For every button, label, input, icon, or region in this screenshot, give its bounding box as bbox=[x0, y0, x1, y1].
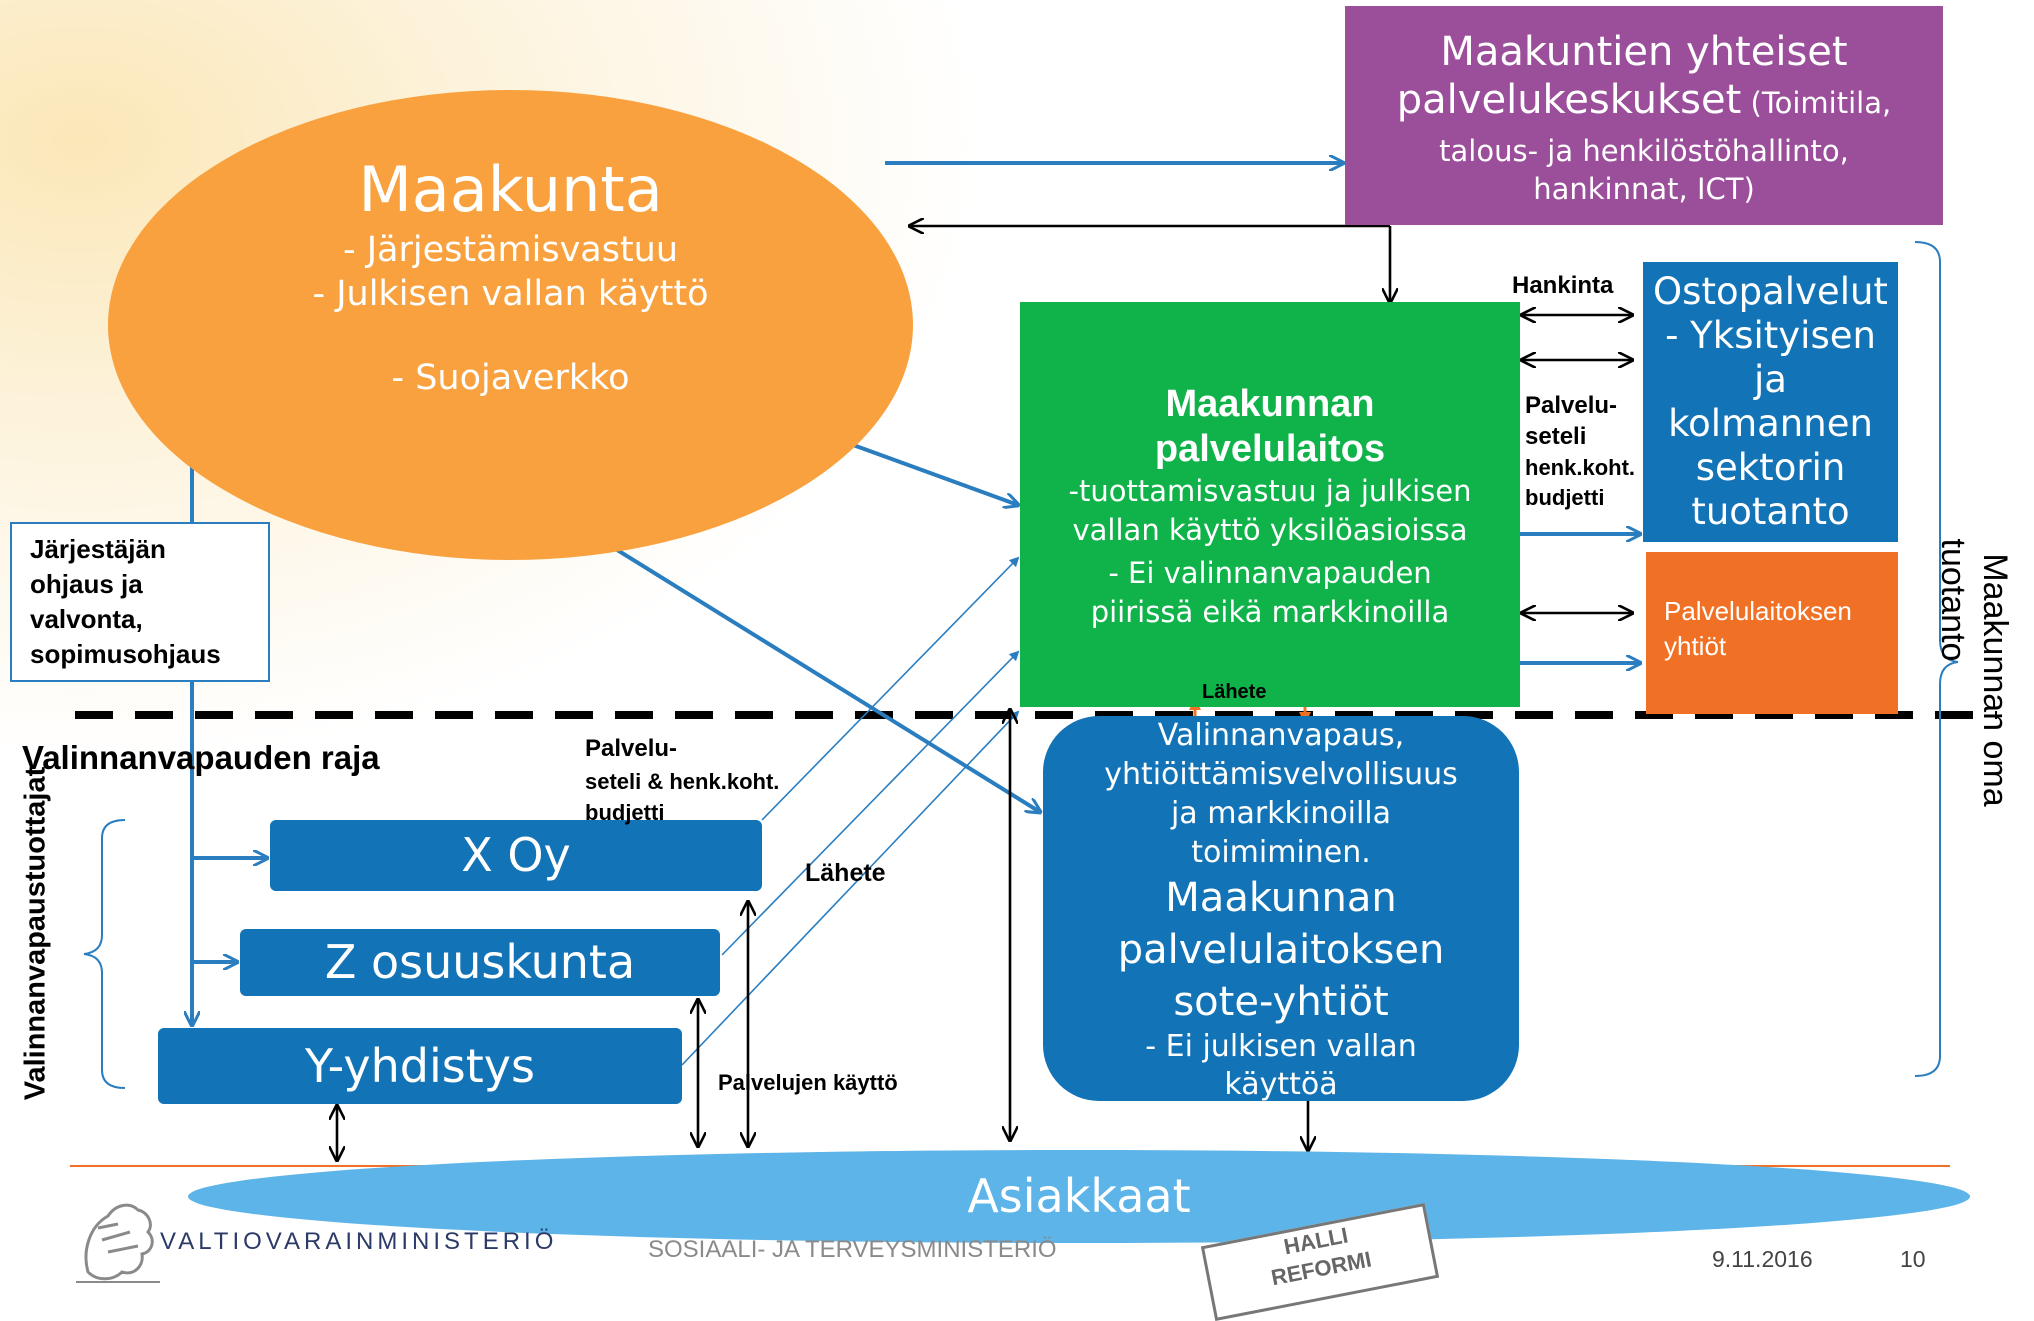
maakunta-line3: - Suojaverkko bbox=[391, 358, 630, 398]
pseteli-label-3: henk.koht. bbox=[1525, 455, 1636, 480]
oma-tuotanto-label-2: tuotanto bbox=[1934, 538, 1972, 662]
sote-line6: käyttöä bbox=[1224, 1067, 1338, 1102]
palvelulaitos-title1: Maakunnan bbox=[1165, 383, 1375, 425]
pseteli-label-2: seteli bbox=[1525, 423, 1587, 450]
sote-line4: toimiminen. bbox=[1191, 835, 1371, 870]
yhteiset-palvelukeskukset-box: Maakuntien yhteiset palvelukeskukset (To… bbox=[1345, 6, 1943, 225]
seteli-label-3: budjetti bbox=[585, 800, 665, 825]
vm-name: VALTIOVARAINMINISTERIÖ bbox=[160, 1228, 558, 1255]
yhtiot-line1: Palvelulaitoksen bbox=[1664, 596, 1852, 626]
sote-title1: Maakunnan bbox=[1165, 875, 1397, 921]
raja-label: Valinnanvapauden raja bbox=[22, 739, 380, 776]
palvelulaitos-line3: - Ei valinnanvapauden bbox=[1108, 556, 1432, 590]
yhteiset-line2b: (Toimitila, bbox=[1741, 86, 1892, 120]
vm-logo bbox=[68, 1190, 168, 1290]
lahete-label: Lähete bbox=[805, 859, 886, 887]
oma-tuotanto-label-1: Maakunnan oma bbox=[1976, 553, 2014, 807]
pseteli-label-1: Palvelu- bbox=[1525, 392, 1618, 419]
oma-tuotanto-brace bbox=[1914, 241, 1959, 1077]
palvelulaitos-title2: palvelulaitos bbox=[1154, 428, 1386, 470]
palvelulaitos-box: Maakunnan palvelulaitos -tuottamisvastuu… bbox=[1020, 302, 1520, 707]
z-osuuskunta-label: Z osuuskunta bbox=[324, 935, 636, 989]
producers-brace bbox=[83, 819, 126, 1089]
maakunta-title: Maakunta bbox=[358, 153, 663, 226]
ostopalvelut-line6: tuotanto bbox=[1691, 490, 1850, 533]
lion-emblem-icon bbox=[76, 1203, 160, 1283]
ostopalvelut-box: Ostopalvelut - Yksityisen ja kolmannen s… bbox=[1643, 262, 1898, 542]
y-yhdistys-box: Y-yhdistys bbox=[158, 1028, 682, 1104]
x-oy-box: X Oy bbox=[270, 820, 762, 891]
jarjestajan-line4: sopimusohjaus bbox=[30, 639, 221, 669]
sote-line2: yhtiöittämisvelvollisuus bbox=[1104, 757, 1458, 792]
hankinta-label: Hankinta bbox=[1512, 272, 1614, 299]
yhtiot-line2: yhtiöt bbox=[1664, 631, 1727, 661]
pseteli-label-4: budjetti bbox=[1525, 485, 1605, 510]
x-oy-label: X Oy bbox=[461, 828, 571, 882]
jarjestajan-line3: valvonta, bbox=[30, 604, 143, 634]
footer-date: 9.11.2016 bbox=[1712, 1246, 1813, 1272]
valinnanvapaustuottajat-label: Valinnanvapaustuottajat bbox=[19, 766, 52, 1101]
yhteiset-line1: Maakuntien yhteiset bbox=[1440, 29, 1848, 75]
sote-line3: ja markkinoilla bbox=[1170, 796, 1392, 831]
seteli-label-1: Palvelu- bbox=[585, 735, 678, 762]
y-yhdistys-label: Y-yhdistys bbox=[305, 1039, 535, 1093]
palvelulaitos-line1: -tuottamisvastuu ja julkisen bbox=[1068, 474, 1472, 508]
line-x-palvelulaitos bbox=[761, 556, 1020, 821]
yhteiset-line2: palvelukeskukset (Toimitila, bbox=[1345, 76, 1943, 132]
jarjestajan-ohjaus-box: Järjestäjän ohjaus ja valvonta, sopimuso… bbox=[10, 522, 270, 682]
line-z-palvelulaitos bbox=[721, 650, 1020, 956]
lahete-small-label: Lähete bbox=[1202, 681, 1267, 703]
maakunta-line1: - Järjestämisvastuu bbox=[342, 230, 679, 270]
yhteiset-line4: hankinnat, ICT) bbox=[1533, 172, 1755, 206]
ostopalvelut-line2: - Yksityisen bbox=[1665, 314, 1876, 357]
sote-line5: - Ei julkisen vallan bbox=[1145, 1029, 1417, 1064]
seteli-label-2: seteli & henk.koht. bbox=[585, 769, 780, 794]
maakunta-line2: - Julkisen vallan käyttö bbox=[312, 274, 709, 314]
ostopalvelut-line3: ja bbox=[1754, 358, 1787, 401]
asiakkaat-label: Asiakkaat bbox=[967, 1169, 1191, 1223]
ostopalvelut-line5: sektorin bbox=[1695, 446, 1846, 489]
ostopalvelut-line1: Ostopalvelut bbox=[1653, 270, 1888, 313]
jarjestajan-line2: ohjaus ja bbox=[30, 569, 143, 599]
palvelulaitos-line4: piirissä eikä markkinoilla bbox=[1090, 595, 1450, 629]
asiakkaat-ellipse: Asiakkaat bbox=[188, 1150, 1970, 1243]
sote-title3: sote-yhtiöt bbox=[1173, 979, 1389, 1025]
yhtiot-box: Palvelulaitoksen yhtiöt bbox=[1646, 552, 1898, 714]
maakunta-ellipse: Maakunta - Järjestämisvastuu - Julkisen … bbox=[108, 90, 913, 560]
footer-page: 10 bbox=[1900, 1246, 1926, 1272]
jarjestajan-line1: Järjestäjän bbox=[30, 534, 166, 564]
yhteiset-line3: talous- ja henkilöstöhallinto, bbox=[1439, 134, 1849, 168]
palvelujen-kaytto-label: Palvelujen käyttö bbox=[718, 1070, 898, 1095]
sote-title2: palvelulaitoksen bbox=[1117, 927, 1445, 973]
ostopalvelut-line4: kolmannen bbox=[1668, 402, 1873, 445]
z-osuuskunta-box: Z osuuskunta bbox=[240, 929, 720, 996]
line-y-palvelulaitos bbox=[681, 710, 1020, 1066]
sote-yhtiot-box: Valinnanvapaus, yhtiöittämisvelvollisuus… bbox=[1043, 716, 1519, 1102]
palvelulaitos-line2: vallan käyttö yksilöasioissa bbox=[1072, 513, 1468, 547]
sote-line1: Valinnanvapaus, bbox=[1157, 718, 1405, 753]
yhteiset-line2a: palvelukeskukset bbox=[1396, 77, 1742, 123]
stm-name: SOSIAALI- JA TERVEYSMINISTERIÖ bbox=[648, 1236, 1057, 1263]
arrow-maakunta-sote bbox=[570, 520, 1040, 812]
